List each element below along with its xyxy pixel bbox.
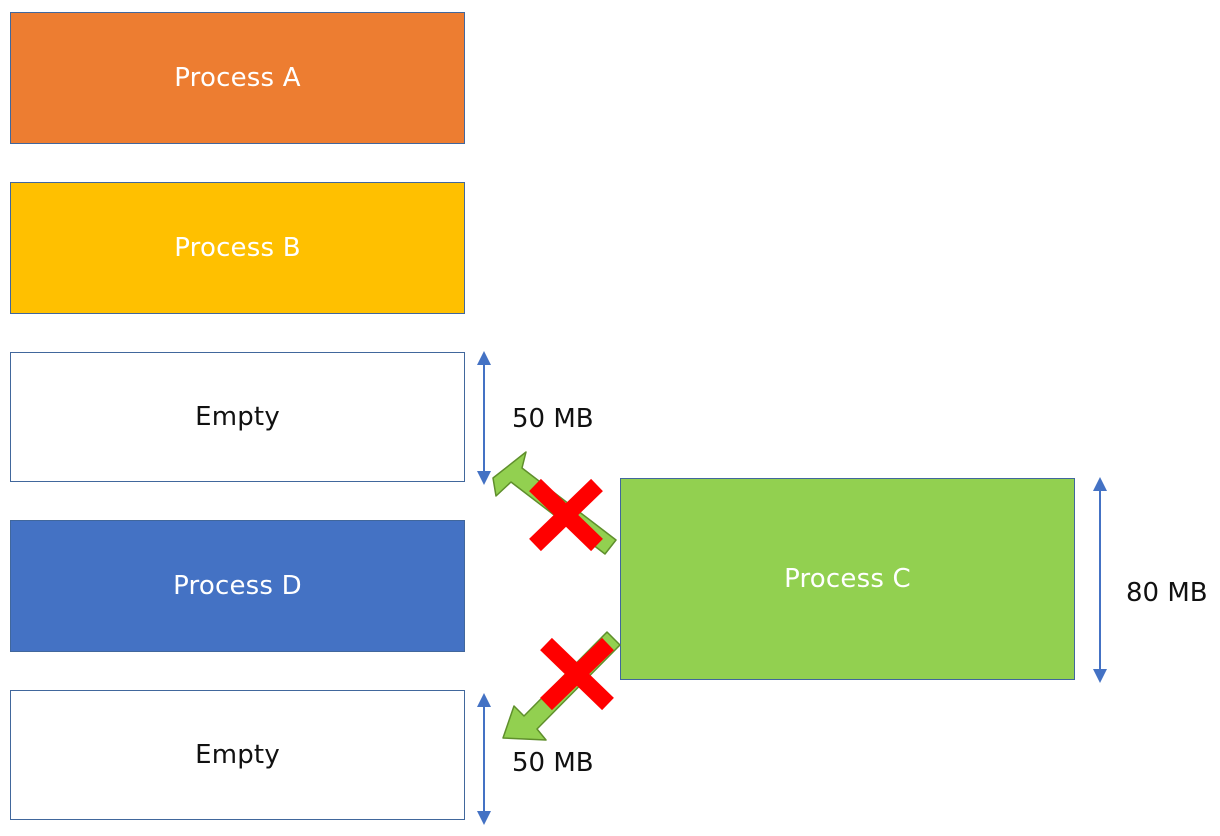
x-mark-icon bbox=[540, 637, 614, 711]
process-a-label: Process A bbox=[174, 63, 301, 93]
lower-hole-size-label: 50 MB bbox=[512, 748, 594, 778]
upper-hole-size-label: 50 MB bbox=[512, 404, 594, 434]
process-c-block: Process C bbox=[620, 478, 1075, 680]
empty-label-upper: Empty bbox=[195, 402, 280, 432]
process-d-block: Process D bbox=[10, 520, 465, 652]
process-a-block: Process A bbox=[10, 12, 465, 144]
x-mark-icon bbox=[529, 478, 603, 552]
empty-label-lower: Empty bbox=[195, 740, 280, 770]
empty-block-upper: Empty bbox=[10, 352, 465, 482]
process-c-label: Process C bbox=[784, 564, 911, 594]
process-b-block: Process B bbox=[10, 182, 465, 314]
process-d-label: Process D bbox=[173, 571, 302, 601]
empty-block-lower: Empty bbox=[10, 690, 465, 820]
process-c-size-label: 80 MB bbox=[1126, 578, 1208, 608]
process-b-label: Process B bbox=[174, 233, 301, 263]
